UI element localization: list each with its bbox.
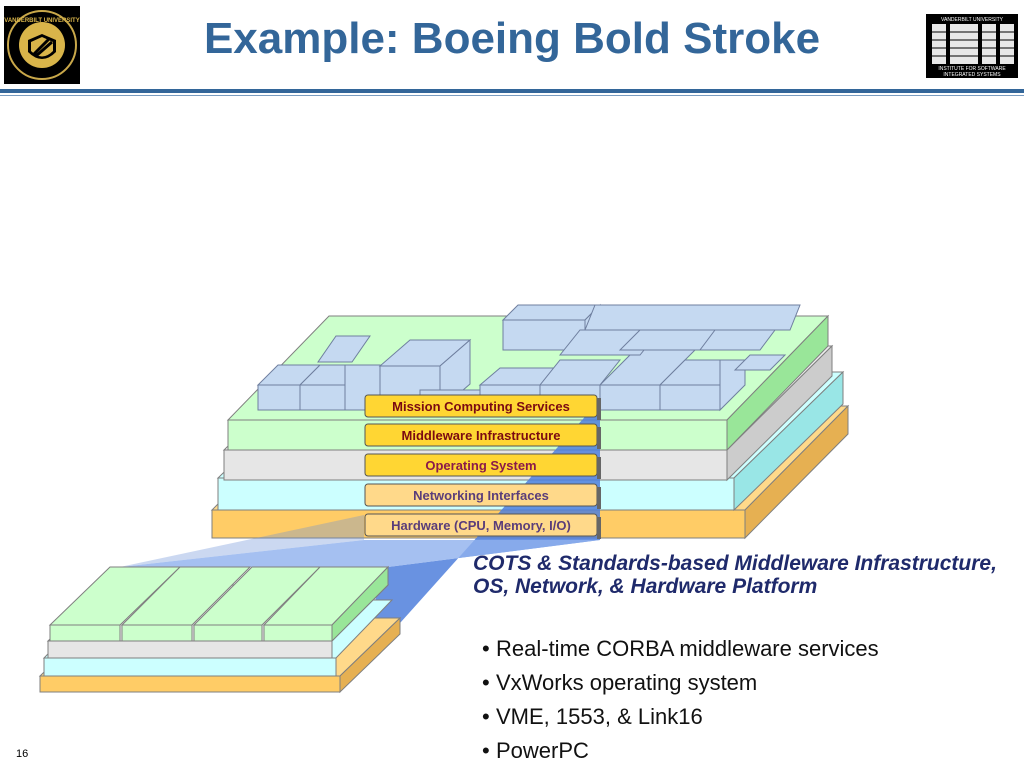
lower-stack bbox=[38, 565, 402, 694]
svg-text:INTEGRATED SYSTEMS: INTEGRATED SYSTEMS bbox=[943, 72, 1001, 78]
svg-text:VANDERBILT UNIVERSITY: VANDERBILT UNIVERSITY bbox=[941, 17, 1004, 23]
projection-beam bbox=[120, 515, 364, 567]
isis-logo-icon: VANDERBILT UNIVERSITY INSTITUTE FOR SOFT… bbox=[926, 14, 1018, 78]
bullet-list: •Real-time CORBA middleware services •Vx… bbox=[482, 632, 879, 768]
bullet-text: VxWorks operating system bbox=[496, 670, 758, 695]
bullet-item: •PowerPC bbox=[482, 738, 589, 763]
bullet-item: •VxWorks operating system bbox=[482, 670, 758, 695]
bullet-item: •Real-time CORBA middleware services bbox=[482, 636, 879, 661]
slide-title: Example: Boeing Bold Stroke bbox=[203, 14, 821, 63]
layer-label-os: Operating System bbox=[425, 458, 536, 473]
title-rule-thin bbox=[0, 95, 1024, 96]
vanderbilt-seal-icon: VANDERBILT UNIVERSITY bbox=[4, 6, 80, 84]
seal-lettering: VANDERBILT UNIVERSITY bbox=[4, 18, 79, 24]
layer-labels bbox=[364, 394, 598, 537]
bullet-text: VME, 1553, & Link16 bbox=[496, 704, 703, 729]
layer-label-hardware: Hardware (CPU, Memory, I/O) bbox=[391, 518, 571, 533]
layer-label-middleware: Middleware Infrastructure bbox=[402, 428, 561, 443]
title-rule bbox=[0, 89, 1024, 93]
bullet-item: •VME, 1553, & Link16 bbox=[482, 704, 703, 729]
layer-label-mission: Mission Computing Services bbox=[392, 399, 570, 414]
svg-text:INSTITUTE FOR SOFTWARE: INSTITUTE FOR SOFTWARE bbox=[938, 66, 1006, 72]
caption: COTS & Standards-based Middleware Infras… bbox=[473, 552, 997, 598]
layer-label-network: Networking Interfaces bbox=[413, 488, 549, 503]
bullet-text: PowerPC bbox=[496, 738, 589, 763]
bullet-text: Real-time CORBA middleware services bbox=[496, 636, 879, 661]
page-number: 16 bbox=[16, 748, 29, 760]
